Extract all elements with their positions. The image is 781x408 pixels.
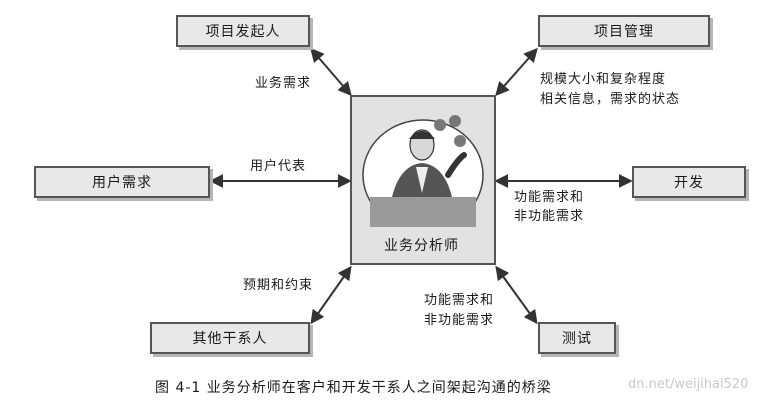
node-business-analyst: 业务分析师 [350,95,496,265]
juggler-illustration [362,115,484,227]
arrow-pm [495,47,538,97]
label-pm-1: 规模大小和复杂程度 [540,72,667,87]
figure-caption: 图 4-1 业务分析师在客户和开发干系人之间架起沟通的桥梁 [155,380,552,396]
center-label: 业务分析师 [384,238,459,254]
label-business-req: 业务需求 [255,76,312,91]
node-sponsor: 项目发起人 [176,15,310,47]
node-user-needs: 用户需求 [34,166,210,198]
node-test: 测试 [538,322,616,354]
label-pm-2: 相关信息，需求的状态 [540,92,681,107]
label-test-1: 功能需求和 [424,293,495,308]
label-expectations: 预期和约束 [243,278,314,293]
watermark: dn.net/weijihai520 [628,377,749,392]
label-test-2: 非功能需求 [424,313,495,328]
arrow-other [310,265,352,325]
label-user-rep: 用户代表 [250,159,307,174]
node-dev: 开发 [632,166,746,198]
label-dev-2: 非功能需求 [514,209,585,224]
arrow-sponsor [310,47,352,97]
label-dev-1: 功能需求和 [514,190,585,205]
node-other-stakeholders: 其他干系人 [150,322,310,354]
node-pm: 项目管理 [538,15,710,47]
arrow-test [495,265,538,325]
